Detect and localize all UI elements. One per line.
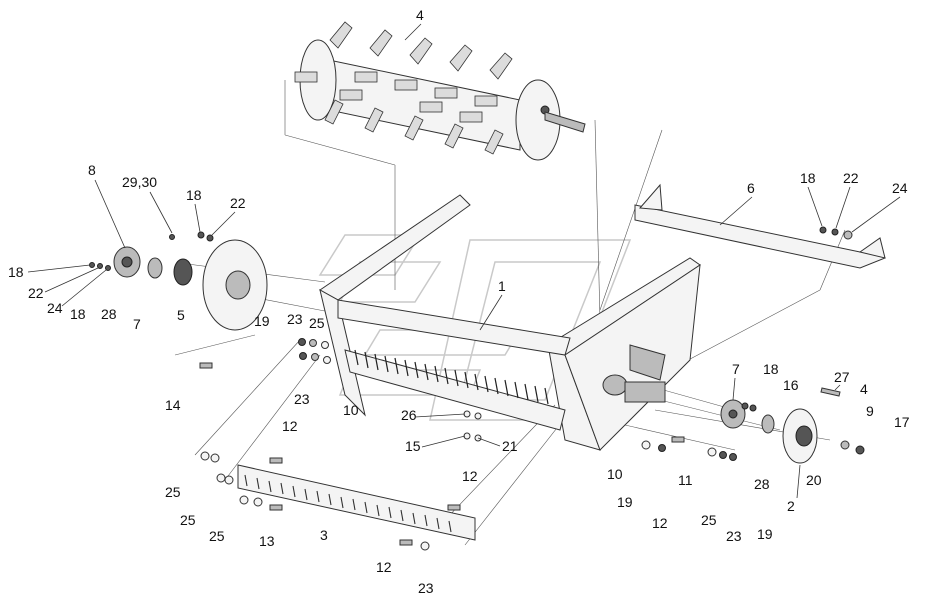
callout-26: 26 [401, 407, 417, 423]
callout-28: 28 [754, 476, 770, 492]
callout-12: 12 [652, 515, 668, 531]
callout-14: 14 [165, 397, 181, 413]
callout-18: 18 [800, 170, 816, 186]
rotor-drum [294, 21, 586, 161]
callout-13: 13 [259, 533, 275, 549]
callout-6: 6 [747, 180, 755, 196]
callout-25: 25 [165, 484, 181, 500]
callout-18: 18 [70, 306, 86, 322]
callout-22: 22 [28, 285, 44, 301]
right-pulley-group [720, 226, 865, 464]
callout-labels: 4 8 29,30 18 22 6 18 22 24 18 22 24 18 2… [8, 7, 910, 596]
callout-18: 18 [763, 361, 779, 377]
rotor-blades [294, 21, 513, 155]
callout-10: 10 [343, 402, 359, 418]
callout-25: 25 [209, 528, 225, 544]
knife-row [354, 349, 549, 405]
callout-18: 18 [186, 187, 202, 203]
callout-11: 11 [678, 472, 693, 488]
callout-9: 9 [866, 403, 874, 419]
top-cover-panel [634, 183, 886, 269]
callout-20: 20 [806, 472, 822, 488]
callout-24: 24 [47, 300, 63, 316]
callout-23: 23 [294, 391, 310, 407]
callout-8: 8 [88, 162, 96, 178]
callout-24: 24 [892, 180, 908, 196]
callout-28: 28 [101, 306, 117, 322]
callout-29-30: 29,30 [122, 174, 157, 190]
callout-25: 25 [701, 512, 717, 528]
callout-3: 3 [320, 527, 328, 543]
callout-27: 27 [834, 369, 850, 385]
callout-25: 25 [309, 315, 325, 331]
fasteners [199, 338, 737, 551]
callout-2: 2 [787, 498, 795, 514]
callout-15: 15 [405, 438, 421, 454]
callout-12: 12 [376, 559, 392, 575]
callout-21: 21 [502, 438, 518, 454]
main-housing [319, 194, 701, 451]
callout-12: 12 [462, 468, 478, 484]
callout-23: 23 [287, 311, 303, 327]
callout-12: 12 [282, 418, 298, 434]
callout-23: 23 [726, 528, 742, 544]
large-disc [202, 239, 268, 331]
callout-25: 25 [180, 512, 196, 528]
callout-4-rotor: 4 [416, 7, 424, 23]
callout-17: 17 [894, 414, 910, 430]
left-bearing-group [89, 231, 214, 286]
callout-10: 10 [607, 466, 623, 482]
callout-1: 1 [498, 278, 506, 294]
callout-leaders [27, 23, 901, 499]
callout-4: 4 [860, 381, 868, 397]
callout-22: 22 [230, 195, 246, 211]
callout-23: 23 [418, 580, 434, 596]
callout-19: 19 [254, 313, 270, 329]
callout-5: 5 [177, 307, 185, 323]
knife-bar [237, 464, 476, 541]
callout-22: 22 [843, 170, 859, 186]
callout-19: 19 [617, 494, 633, 510]
callout-7: 7 [133, 316, 141, 332]
callout-7: 7 [732, 361, 740, 377]
callout-19: 19 [757, 526, 773, 542]
callout-18: 18 [8, 264, 24, 280]
callout-16: 16 [783, 377, 799, 393]
